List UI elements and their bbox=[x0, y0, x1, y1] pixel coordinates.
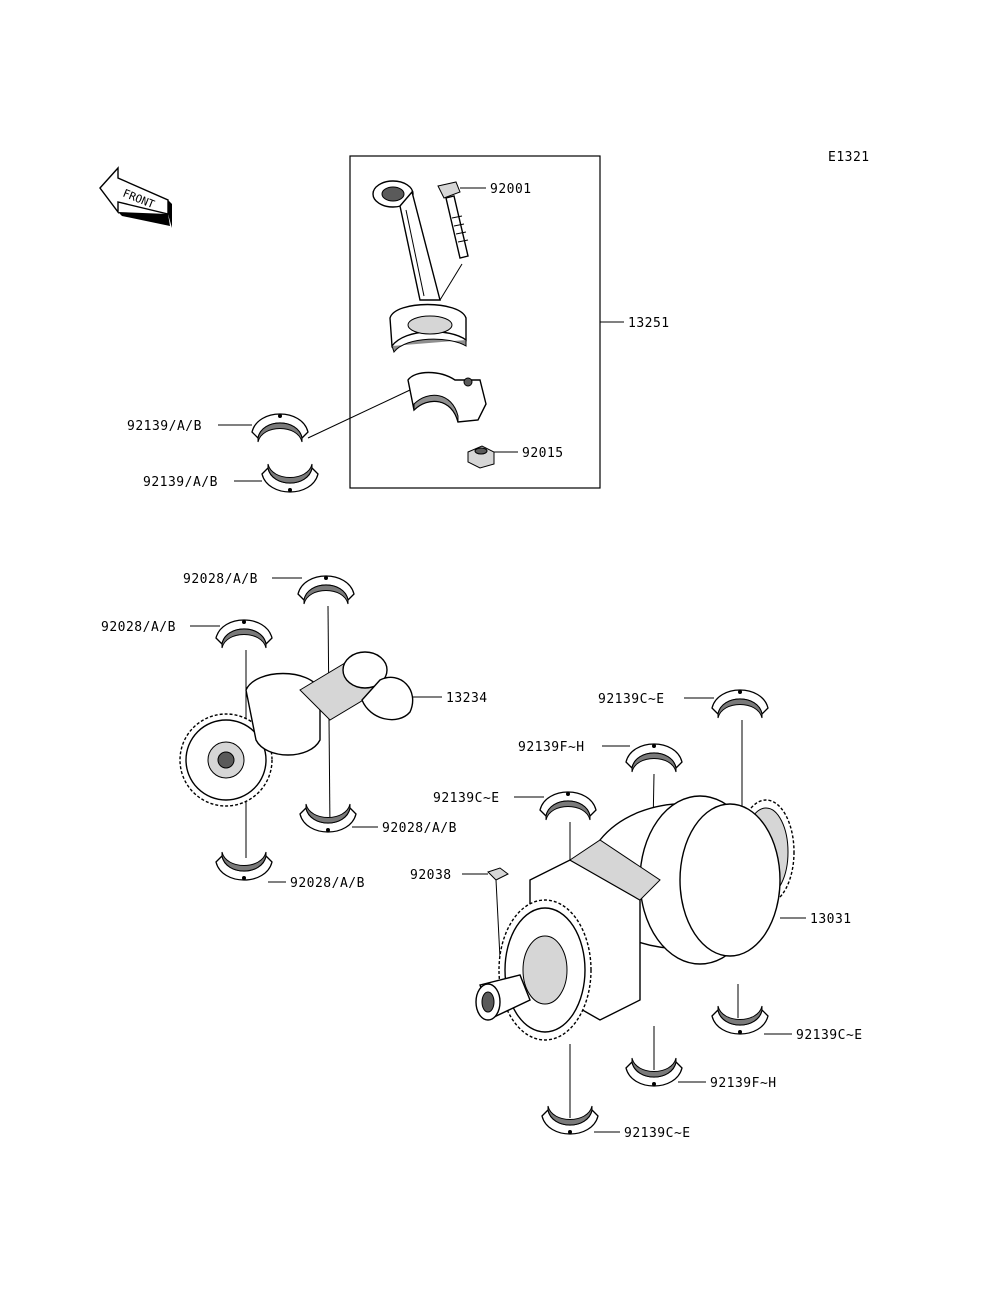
label-92139ce-3: 92139C~E bbox=[796, 1028, 863, 1043]
leader-bolt-rod bbox=[439, 263, 463, 301]
bolt-92001 bbox=[437, 181, 469, 259]
leader-cap bbox=[307, 389, 411, 439]
label-92038: 92038 bbox=[410, 868, 452, 883]
label-92028-3: 92028/A/B bbox=[382, 821, 457, 836]
balancer-bearing-3 bbox=[299, 803, 357, 833]
balancer-shaft-13234 bbox=[179, 651, 414, 807]
balancer-bearing-2 bbox=[215, 619, 273, 649]
label-92139ce-1: 92139C~E bbox=[598, 692, 665, 707]
label-92028-4: 92028/A/B bbox=[290, 876, 365, 891]
balancer-bearing-4 bbox=[215, 851, 273, 881]
label-92139ce-2: 92139C~E bbox=[433, 791, 500, 806]
conrod-bearing-lower bbox=[261, 463, 319, 493]
label-92139fh-2: 92139F~H bbox=[710, 1076, 777, 1091]
label-92139fh-1: 92139F~H bbox=[518, 740, 585, 755]
conrod-cap bbox=[407, 371, 487, 423]
diagram-code: E1321 bbox=[828, 150, 870, 165]
conrod-bearing-upper bbox=[251, 413, 309, 443]
label-13031: 13031 bbox=[810, 912, 852, 927]
connecting-rod bbox=[372, 180, 467, 354]
label-92015: 92015 bbox=[522, 446, 564, 461]
label-13234: 13234 bbox=[446, 691, 488, 706]
label-92001: 92001 bbox=[490, 182, 532, 197]
label-13251: 13251 bbox=[628, 316, 670, 331]
crank-bearing-3 bbox=[539, 791, 597, 821]
crank-bearing-4 bbox=[711, 1005, 769, 1035]
crankshaft-13031 bbox=[475, 795, 795, 1041]
crank-bearing-1 bbox=[711, 689, 769, 719]
front-arrow-icon: FRONT bbox=[99, 166, 172, 228]
label-92139-upper: 92139/A/B bbox=[127, 419, 202, 434]
label-92028-2: 92028/A/B bbox=[101, 620, 176, 635]
label-92139ce-4: 92139C~E bbox=[624, 1126, 691, 1141]
crank-bearing-2 bbox=[625, 743, 683, 773]
key-92038 bbox=[487, 867, 509, 881]
leader-92038-vert bbox=[495, 879, 501, 959]
nut-92015 bbox=[467, 445, 495, 469]
label-92028-1: 92028/A/B bbox=[183, 572, 258, 587]
balancer-bearing-1 bbox=[297, 575, 355, 605]
label-92139-lower: 92139/A/B bbox=[143, 475, 218, 490]
